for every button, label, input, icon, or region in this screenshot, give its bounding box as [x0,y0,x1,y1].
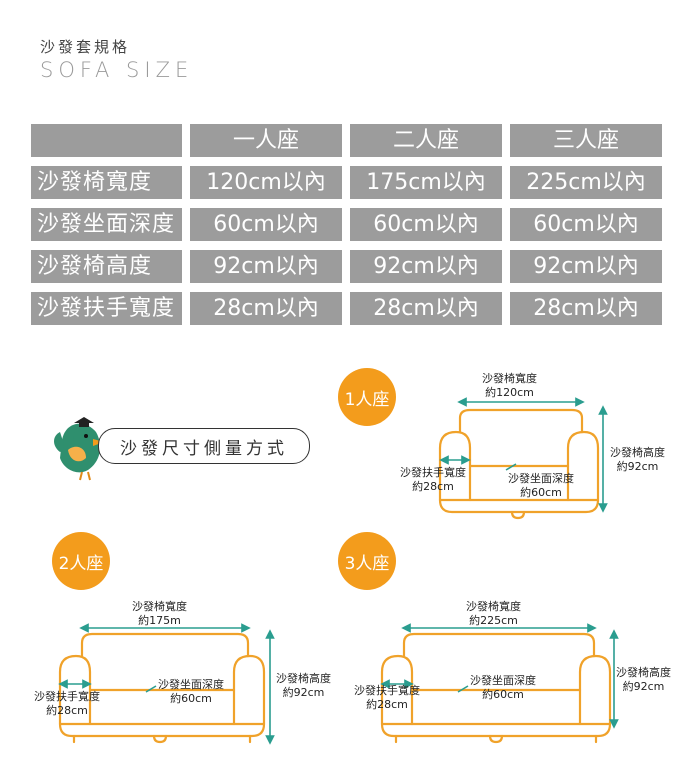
col-header-one: 一人座 [190,124,342,157]
two-arm-label: 沙發扶手寬度約28cm [34,690,100,717]
table-cell: 92cm以內 [510,250,662,283]
row-label: 沙發椅寬度 [31,166,182,199]
title-zh: 沙發套規格 [40,38,131,56]
table-cell: 225cm以內 [510,166,662,199]
table-cell: 28cm以內 [190,292,342,325]
sofa-two-measures [58,623,275,745]
row-label: 沙發扶手寬度 [31,292,182,325]
sofa-one-measures [439,397,608,513]
two-width-label: 沙發椅寬度約175m [132,600,187,627]
sofa-three-drawing [380,632,612,744]
table-cell: 60cm以內 [510,208,662,241]
measure-method-bubble: 沙發尺寸側量方式 [98,428,310,464]
one-depth-label: 沙發坐面深度約60cm [508,472,574,499]
table-cell: 28cm以內 [350,292,502,325]
row-label: 沙發坐面深度 [31,208,182,241]
title-en: SOFA SIZE [40,58,194,82]
sofa-three-measures [380,623,619,729]
table-cell: 28cm以內 [510,292,662,325]
table-cell: 92cm以內 [350,250,502,283]
sofa-two-drawing [58,632,266,744]
table-corner [31,124,182,157]
three-arm-label: 沙發扶手寬度約28cm [354,684,420,711]
one-arm-label: 沙發扶手寬度約28cm [400,466,466,493]
three-width-label: 沙發椅寬度約225cm [466,600,521,627]
one-height-label: 沙發椅高度約92cm [610,446,665,473]
table-cell: 175cm以內 [350,166,502,199]
row-label: 沙發椅高度 [31,250,182,283]
badge-one-seat: 1人座 [338,368,396,426]
three-depth-label: 沙發坐面深度約60cm [470,674,536,701]
table-cell: 60cm以內 [350,208,502,241]
three-height-label: 沙發椅高度約92cm [616,666,671,693]
table-header-row: 一人座 二人座 三人座 [31,124,662,157]
size-table: 一人座 二人座 三人座 沙發椅寬度 120cm以內 175cm以內 225cm以… [23,115,670,334]
table-row: 沙發扶手寬度 28cm以內 28cm以內 28cm以內 [31,292,662,325]
table-cell: 120cm以內 [190,166,342,199]
table-cell: 60cm以內 [190,208,342,241]
two-depth-label: 沙發坐面深度約60cm [158,678,224,705]
duck-mascot-icon [54,417,104,481]
two-height-label: 沙發椅高度約92cm [276,672,331,699]
badge-three-seat: 3人座 [338,532,396,590]
one-width-label: 沙發椅寬度約120cm [482,372,537,399]
col-header-three: 三人座 [510,124,662,157]
table-row: 沙發椅高度 92cm以內 92cm以內 92cm以內 [31,250,662,283]
table-row: 沙發坐面深度 60cm以內 60cm以內 60cm以內 [31,208,662,241]
table-row: 沙發椅寬度 120cm以內 175cm以內 225cm以內 [31,166,662,199]
sofa-one-drawing [438,408,600,520]
table-cell: 92cm以內 [190,250,342,283]
col-header-two: 二人座 [350,124,502,157]
badge-two-seat: 2人座 [52,532,110,590]
